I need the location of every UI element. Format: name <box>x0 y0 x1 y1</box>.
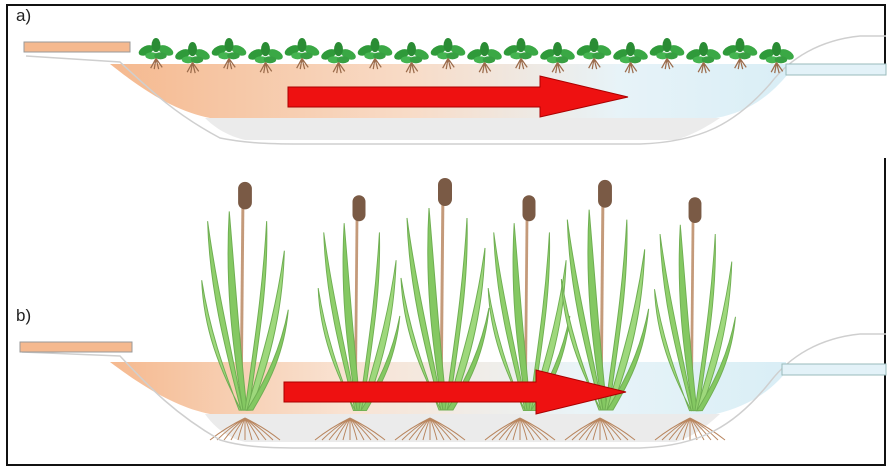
panel-b <box>20 178 886 448</box>
inlet-pipe-b <box>20 342 132 352</box>
outlet-pipe-b <box>782 364 886 375</box>
inlet-pipe-a <box>24 42 130 52</box>
outlet-pipe-a <box>786 64 886 75</box>
sediment-a <box>205 118 720 140</box>
panel-a <box>24 36 888 158</box>
